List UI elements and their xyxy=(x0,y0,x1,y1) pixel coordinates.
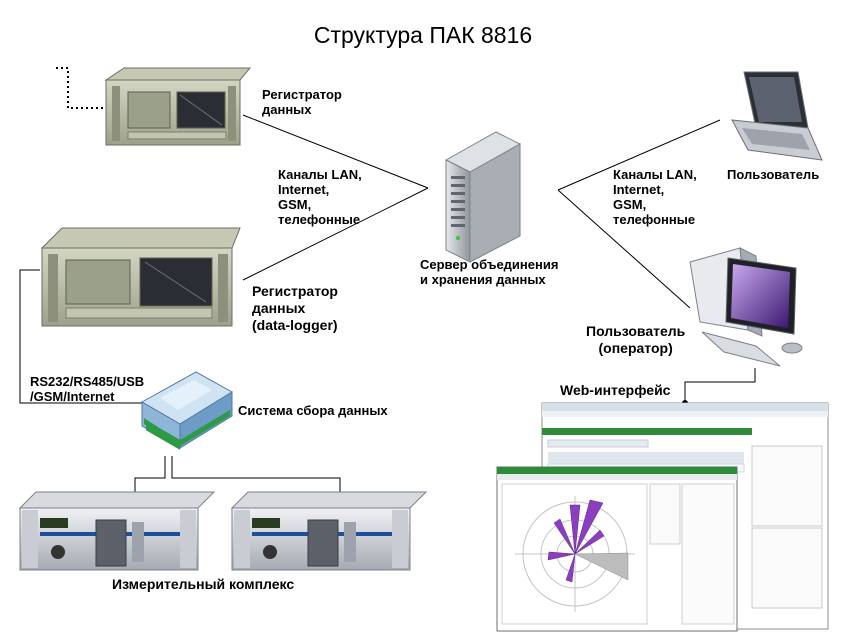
laptop-icon xyxy=(731,71,823,161)
adam-module-icon xyxy=(140,371,233,450)
rack-unit-icon-left xyxy=(18,491,216,571)
label-logger-top: Регистратор данных xyxy=(262,87,342,117)
server-tower-icon xyxy=(444,131,522,263)
link-server-laptop xyxy=(557,119,721,191)
link-adam-racks-right xyxy=(171,456,341,503)
link-logger-main-server xyxy=(242,187,429,281)
dotted-input-line xyxy=(56,67,104,109)
label-channels-right: Каналы LAN, Internet, GSM, телефонные xyxy=(613,167,697,227)
label-user-operator: Пользователь (оператор) xyxy=(586,323,686,356)
rack-unit-icon-right xyxy=(230,491,428,571)
link-server-pc xyxy=(557,189,691,309)
connection-lines xyxy=(19,67,756,503)
label-interfaces: RS232/RS485/USB /GSM/Internet xyxy=(30,374,145,404)
label-acquisition: Система сбора данных xyxy=(238,403,388,418)
link-pc-web xyxy=(684,368,756,403)
industrial-computer-icon-top xyxy=(104,67,252,146)
link-adam-racks xyxy=(134,456,166,503)
link-logger-adam xyxy=(19,269,148,404)
link-logger-top-server xyxy=(242,114,429,189)
diagram-title: Структура ПАК 8816 xyxy=(313,22,533,48)
label-complex: Измерительный комплекс xyxy=(112,576,295,592)
web-screenshot-icon xyxy=(496,402,829,632)
industrial-computer-icon-main xyxy=(40,227,241,327)
desktop-pc-icon xyxy=(689,247,803,367)
label-user-top: Пользователь xyxy=(727,167,820,182)
label-channels-left: Каналы LAN, Internet, GSM, телефонные xyxy=(278,167,362,227)
label-logger-main: Регистратор данных (data-logger) xyxy=(252,283,338,333)
label-server: Сервер объединения и хранения данных xyxy=(420,257,559,287)
label-web: Web-интерфейс xyxy=(560,382,671,398)
